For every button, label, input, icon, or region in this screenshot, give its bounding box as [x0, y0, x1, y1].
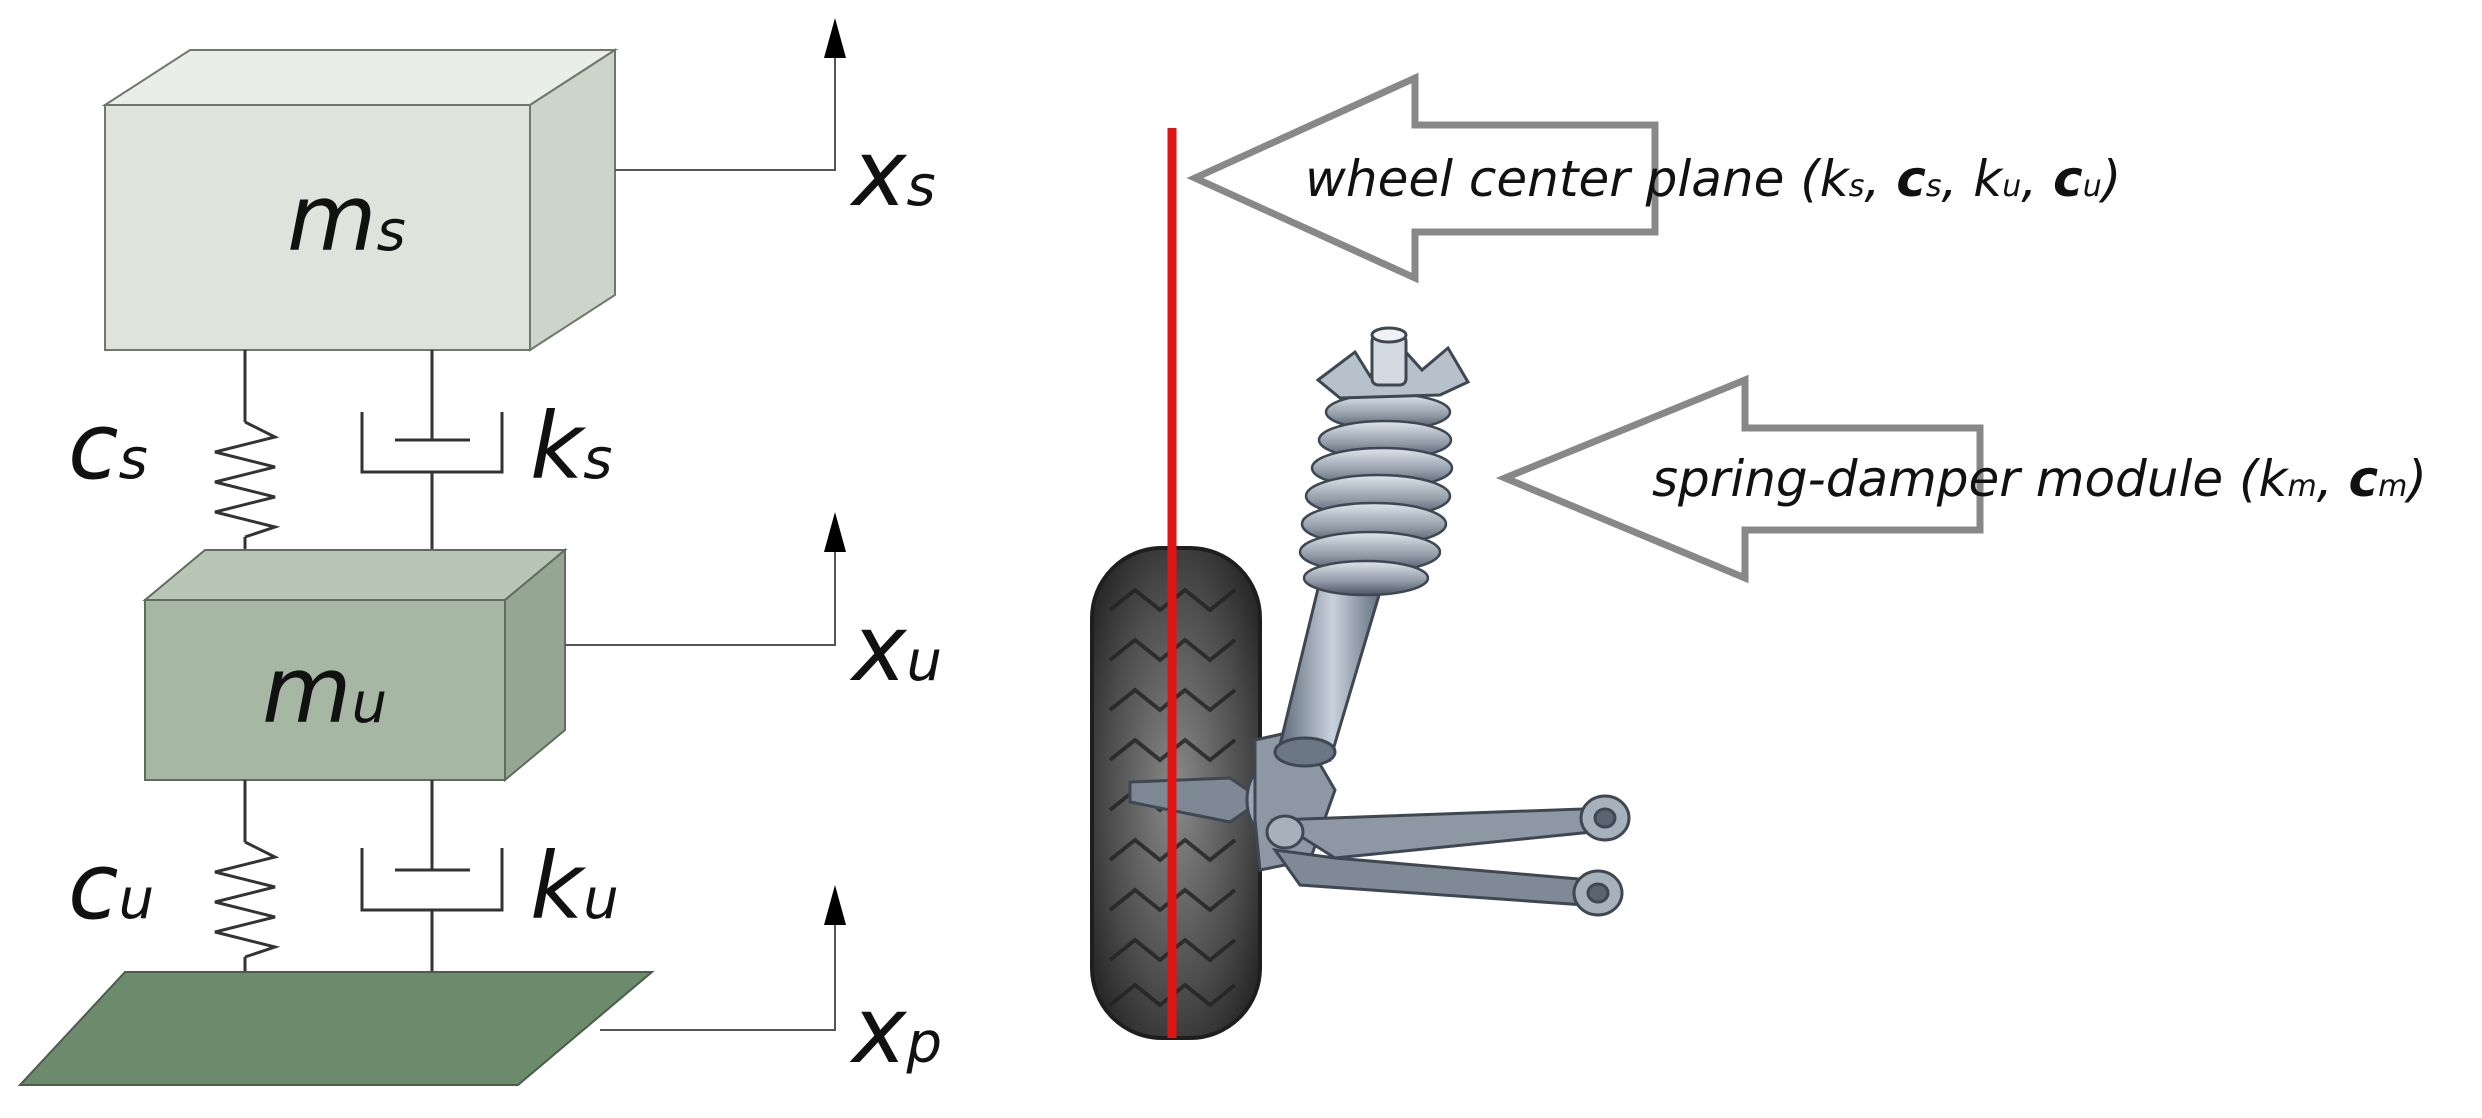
sprung-displacement-indicator: xs: [615, 18, 936, 227]
wheel-center-plane-annotation: wheel center plane (ks, cs, ku, cu): [1186, 72, 2121, 284]
tire-spring: [214, 780, 281, 1002]
suspension-spring: [214, 350, 281, 580]
sprung-mass-label: ms: [287, 165, 406, 272]
control-arm: [1265, 794, 1631, 917]
unsprung-mass-block: mu: [142, 547, 568, 783]
sprung-displacement-label: xs: [849, 120, 936, 227]
suspension-damper-label: ks: [530, 393, 612, 500]
road-surface: [17, 971, 655, 1086]
unsprung-displacement-indicator: xu: [565, 512, 942, 702]
strut-top-mount: [1315, 326, 1471, 400]
unsprung-mass-label: mu: [262, 637, 387, 744]
sprung-mass-top-face: [101, 49, 619, 106]
spring-damper-module-annotation: spring-damper module (km, cm): [1495, 374, 2427, 584]
road-displacement-label: xp: [849, 977, 942, 1084]
suspension-illustration: [1090, 128, 1631, 1040]
wheel-center-plane-label: wheel center plane (ks, cs, ku, cu): [1305, 150, 2121, 208]
road-displacement-arrowhead: [824, 885, 846, 925]
spring-damper-module-arrow-icon: [1495, 374, 1984, 584]
suspension-damper: [360, 350, 504, 580]
unsprung-mass-front-face: [144, 599, 506, 781]
unsprung-displacement-label: xu: [849, 595, 942, 702]
unsprung-displacement-arrowhead: [824, 512, 846, 552]
tire-spring-label: cu: [68, 833, 154, 940]
suspension-spring-label: cs: [68, 393, 148, 500]
sprung-mass-front-face: [104, 104, 531, 351]
spring-damper-module-label: spring-damper module (km, cm): [1652, 450, 2427, 508]
coil-spring-icon: [1298, 392, 1454, 597]
unsprung-mass-top-face: [142, 549, 568, 601]
tire-damper: [360, 780, 504, 1002]
road-displacement-indicator: xp: [600, 885, 942, 1084]
sprung-displacement-arrowhead: [824, 18, 846, 58]
quarter-car-model: ms xs cs ks: [17, 18, 942, 1086]
sprung-mass-block: ms: [101, 48, 619, 352]
wheel-center-plane-arrow-icon: [1186, 72, 1659, 284]
tire-damper-label: ku: [530, 833, 619, 940]
